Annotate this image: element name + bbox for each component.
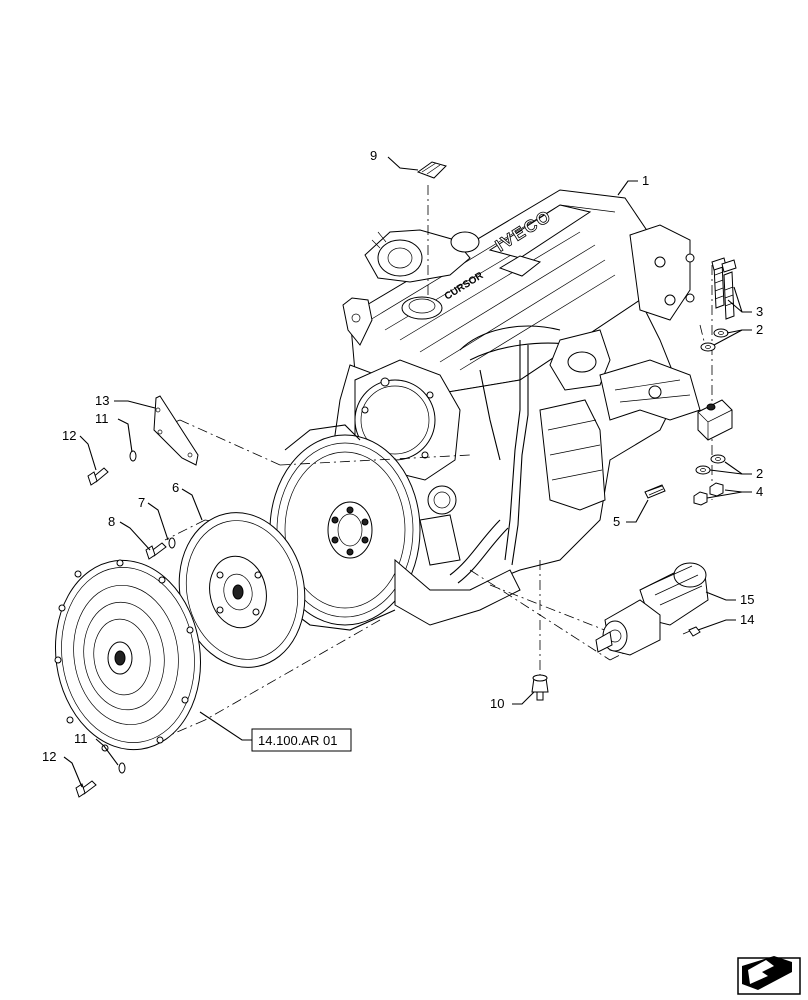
- callout-3: 3: [756, 304, 763, 319]
- callout-8: 8: [108, 514, 115, 529]
- part-15-starter-motor: [595, 562, 709, 656]
- callout-11-upper: 11: [95, 411, 109, 426]
- callout-14: 14: [740, 612, 754, 627]
- callout-11-lower: 11: [74, 731, 88, 746]
- callout-12-lower: 12: [42, 749, 56, 764]
- callout-4: 4: [756, 484, 763, 499]
- part-6-clutch-disc: [178, 512, 306, 668]
- part-13-bracket: [153, 395, 199, 466]
- part-5-tag: [644, 484, 666, 499]
- part-12-bolt-upper: [87, 467, 109, 486]
- part-10-sensor: [531, 674, 549, 701]
- part-12-bolt-lower: [75, 780, 97, 798]
- next-page-arrow-icon[interactable]: [737, 956, 801, 995]
- callout-13: 13: [95, 393, 109, 408]
- part-8-bolt: [145, 542, 167, 560]
- callout-labels: 9 1 3 2 2 4 5 13 11 12 6 7 8 10 15 14 11…: [42, 148, 763, 764]
- reference-label[interactable]: 14.100.AR 01: [258, 733, 338, 748]
- reference-box[interactable]: [251, 728, 352, 752]
- callout-12-upper: 12: [62, 428, 76, 443]
- part-11-washer-upper: [129, 450, 137, 462]
- callout-leaders: [63, 156, 752, 788]
- reference-link[interactable]: 14.100.AR 01: [251, 728, 352, 752]
- engine-assembly: IVECO CURSOR: [269, 189, 701, 631]
- callout-7: 7: [138, 495, 145, 510]
- part-11-washer-lower: [118, 762, 126, 774]
- callout-15: 15: [740, 592, 754, 607]
- callout-5: 5: [613, 514, 620, 529]
- callout-1: 1: [642, 173, 649, 188]
- engine-mount-hardware: [693, 257, 737, 506]
- callout-9: 9: [370, 148, 377, 163]
- flexplate-assembly: [54, 559, 202, 752]
- callout-6: 6: [172, 480, 179, 495]
- callout-2-lower: 2: [756, 466, 763, 481]
- callout-2-upper: 2: [756, 322, 763, 337]
- part-7-washer: [168, 537, 176, 549]
- callout-10: 10: [490, 696, 504, 711]
- part-14-screw: [682, 626, 701, 637]
- part-9-cover-plate: [416, 161, 447, 179]
